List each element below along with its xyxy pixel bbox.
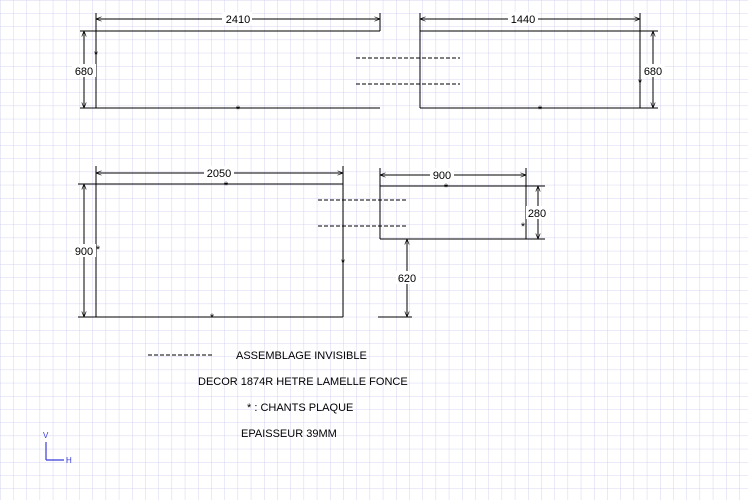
panel-bottom-left: 2050 900 * * * * xyxy=(72,166,346,324)
edge-marker: * xyxy=(236,104,241,116)
axis-vertical-label: V xyxy=(43,431,49,440)
legend-thickness: EPAISSEUR 39MM xyxy=(241,428,337,440)
edge-marker: * xyxy=(341,257,346,269)
dim-top-right-height: 680 xyxy=(644,66,662,78)
panel-top-left: 2410 680 * * xyxy=(72,12,381,116)
dim-top-right-width: 1440 xyxy=(511,14,535,26)
axis-indicator: V H xyxy=(43,431,72,465)
dim-bottom-left-height: 900 xyxy=(75,246,93,258)
edge-marker: * xyxy=(96,244,101,256)
edge-marker: * xyxy=(210,312,215,324)
legend-assembly: ASSEMBLAGE INVISIBLE xyxy=(236,350,367,362)
edge-marker: * xyxy=(444,182,449,194)
dim-top-left-height: 680 xyxy=(75,66,93,78)
dim-bottom-left-width: 2050 xyxy=(207,168,231,180)
edge-marker: * xyxy=(224,180,229,192)
legend-edges: * : CHANTS PLAQUE xyxy=(247,402,353,414)
edge-marker: * xyxy=(638,77,643,89)
legend-decor: DECOR 1874R HETRE LAMELLE FONCE xyxy=(198,376,408,388)
edge-marker: * xyxy=(521,221,526,233)
panel-top-right: 1440 680 * * xyxy=(419,12,665,116)
dim-top-left-width: 2410 xyxy=(226,14,250,26)
dim-bottom-right-offset: 620 xyxy=(398,273,416,285)
dim-bottom-right-width: 900 xyxy=(433,170,451,182)
edge-marker: * xyxy=(538,104,543,116)
panel-bottom-right: 900 280 620 * * xyxy=(378,168,550,318)
axis-horizontal-label: H xyxy=(66,456,72,465)
legend: ASSEMBLAGE INVISIBLE DECOR 1874R HETRE L… xyxy=(148,350,408,440)
edge-marker: * xyxy=(94,49,99,61)
dim-bottom-right-height: 280 xyxy=(528,208,546,220)
